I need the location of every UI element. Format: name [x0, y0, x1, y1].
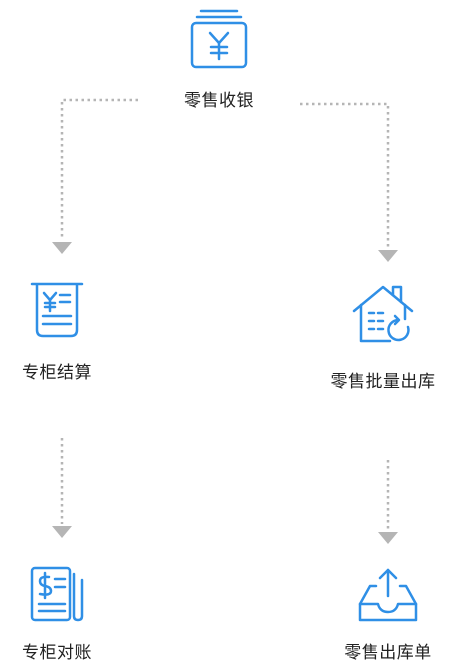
node-label: 零售出库单	[344, 643, 432, 663]
node-counter-reconciliation[interactable]: 专柜对账	[2, 564, 112, 663]
receipt-icon	[30, 282, 84, 338]
node-label: 专柜对账	[22, 643, 92, 663]
node-counter-settlement[interactable]: 专柜结算	[2, 280, 112, 383]
arrowhead-reconciliation	[52, 526, 72, 538]
node-label: 专柜结算	[22, 363, 92, 383]
connector-cashier-to-settlement	[60, 98, 138, 240]
arrowhead-outbound-order	[378, 532, 398, 544]
node-retail-bulk-outbound[interactable]: 零售批量出库	[308, 283, 458, 392]
node-retail-cashier[interactable]: 零售收银	[164, 8, 274, 111]
connector-cashier-to-bulk-outbound	[300, 102, 390, 248]
arrowhead-bulk-outbound	[378, 250, 398, 262]
node-label: 零售收银	[184, 91, 254, 111]
outbox-tray-icon	[358, 568, 418, 622]
statement-icon	[30, 566, 84, 622]
node-label: 零售批量出库	[330, 372, 436, 392]
node-retail-outbound-order[interactable]: 零售出库单	[320, 566, 456, 663]
warehouse-icon	[352, 285, 414, 343]
cash-register-icon	[190, 9, 248, 69]
arrowhead-settlement	[52, 242, 72, 254]
